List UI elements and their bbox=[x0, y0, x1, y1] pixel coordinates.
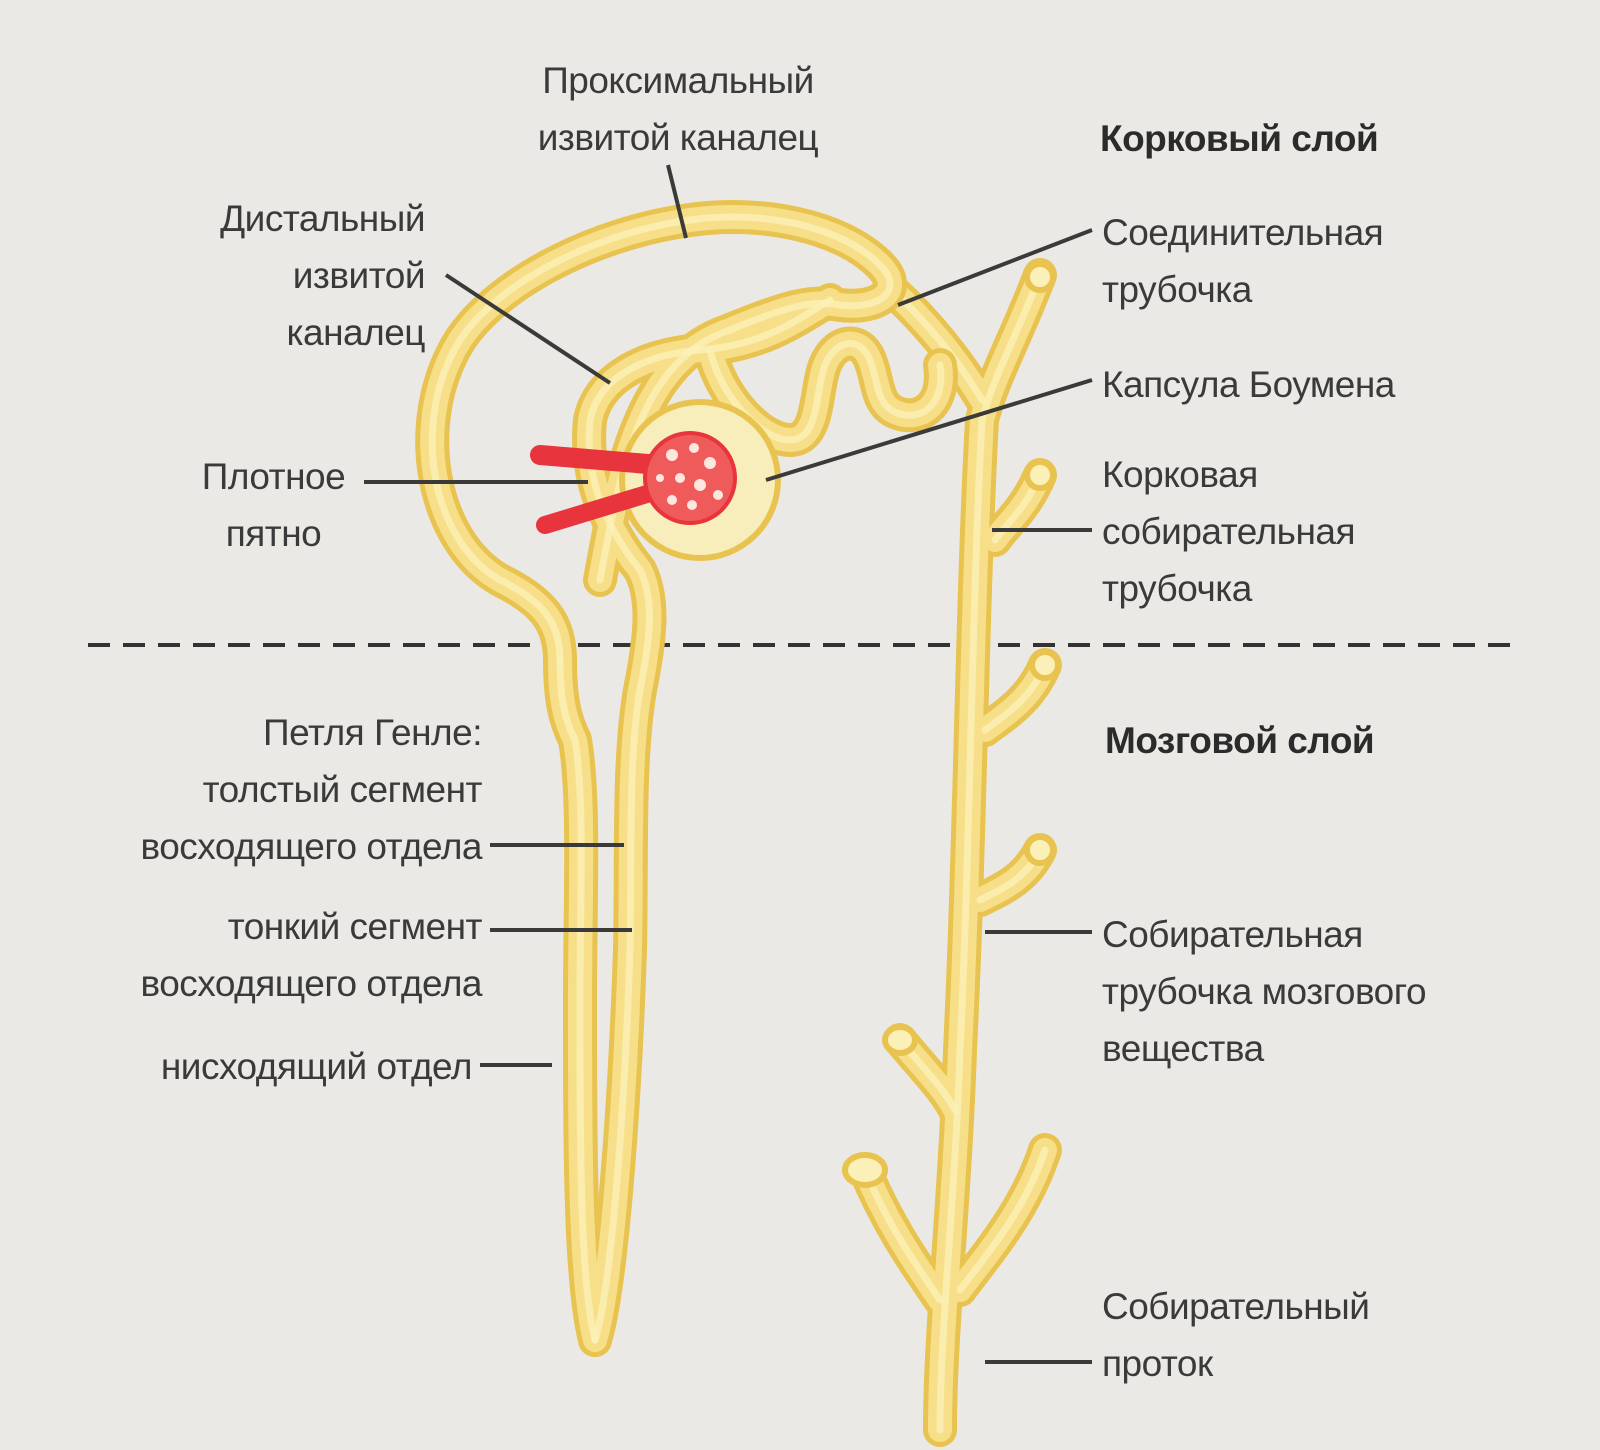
cortical-collecting-label: Корковая собирательная трубочка bbox=[1102, 454, 1356, 609]
collecting-duct-system bbox=[842, 258, 1062, 1447]
tubule-opening bbox=[882, 1024, 918, 1056]
tubule-highlight bbox=[956, 1146, 1049, 1294]
tubule-highlight bbox=[888, 286, 986, 404]
tubule-highlight bbox=[706, 340, 945, 444]
leader-bowman bbox=[765, 378, 1093, 482]
distal-tubule-label: Дистальный извитой каналец bbox=[220, 198, 425, 353]
tubule-highlight bbox=[861, 1166, 944, 1304]
efferent-arteriole bbox=[536, 481, 669, 534]
bowman-capsule-label: Капсула Боумена bbox=[1102, 364, 1395, 405]
afferent-arteriole bbox=[530, 445, 670, 475]
tubule-opening bbox=[1024, 459, 1056, 491]
cortex-zone-title: Корковый слой bbox=[1100, 118, 1379, 159]
tubule-opening bbox=[1024, 261, 1056, 293]
renal-corpuscle bbox=[530, 399, 781, 561]
tubule-opening bbox=[1029, 649, 1061, 681]
proximal-tubule-label: Проксимальный извитой каналец bbox=[537, 60, 819, 158]
leader-distal bbox=[444, 273, 612, 385]
tubule-opening bbox=[842, 1152, 888, 1188]
leader-connecting bbox=[897, 228, 1093, 307]
medulla-zone-title: Мозговой слой bbox=[1105, 720, 1375, 761]
tubule-opening bbox=[1024, 834, 1056, 866]
tubule-highlight bbox=[936, 271, 1044, 1434]
tubule-highlight bbox=[585, 296, 834, 1344]
tubule-highlight bbox=[428, 213, 894, 664]
connecting-tubule-label: Соединительная трубочка bbox=[1102, 212, 1384, 310]
medullary-collecting-label: Собирательная трубочка мозгового веществ… bbox=[1102, 914, 1427, 1069]
nephron-tubule bbox=[415, 200, 958, 1357]
macula-densa-label: Плотное пятно bbox=[201, 456, 346, 554]
collecting-duct-label: Собирательный проток bbox=[1102, 1286, 1370, 1384]
henle-thin-ascending-label: тонкий сегмент восходящего отдела bbox=[140, 906, 482, 1004]
henle-descending-label: нисходящий отдел bbox=[160, 1046, 473, 1087]
henle-thick-ascending-label: Петля Генле: толстый сегмент восходящего… bbox=[140, 712, 482, 867]
leader-proximal bbox=[666, 164, 688, 239]
leader-lines bbox=[364, 164, 1093, 1364]
